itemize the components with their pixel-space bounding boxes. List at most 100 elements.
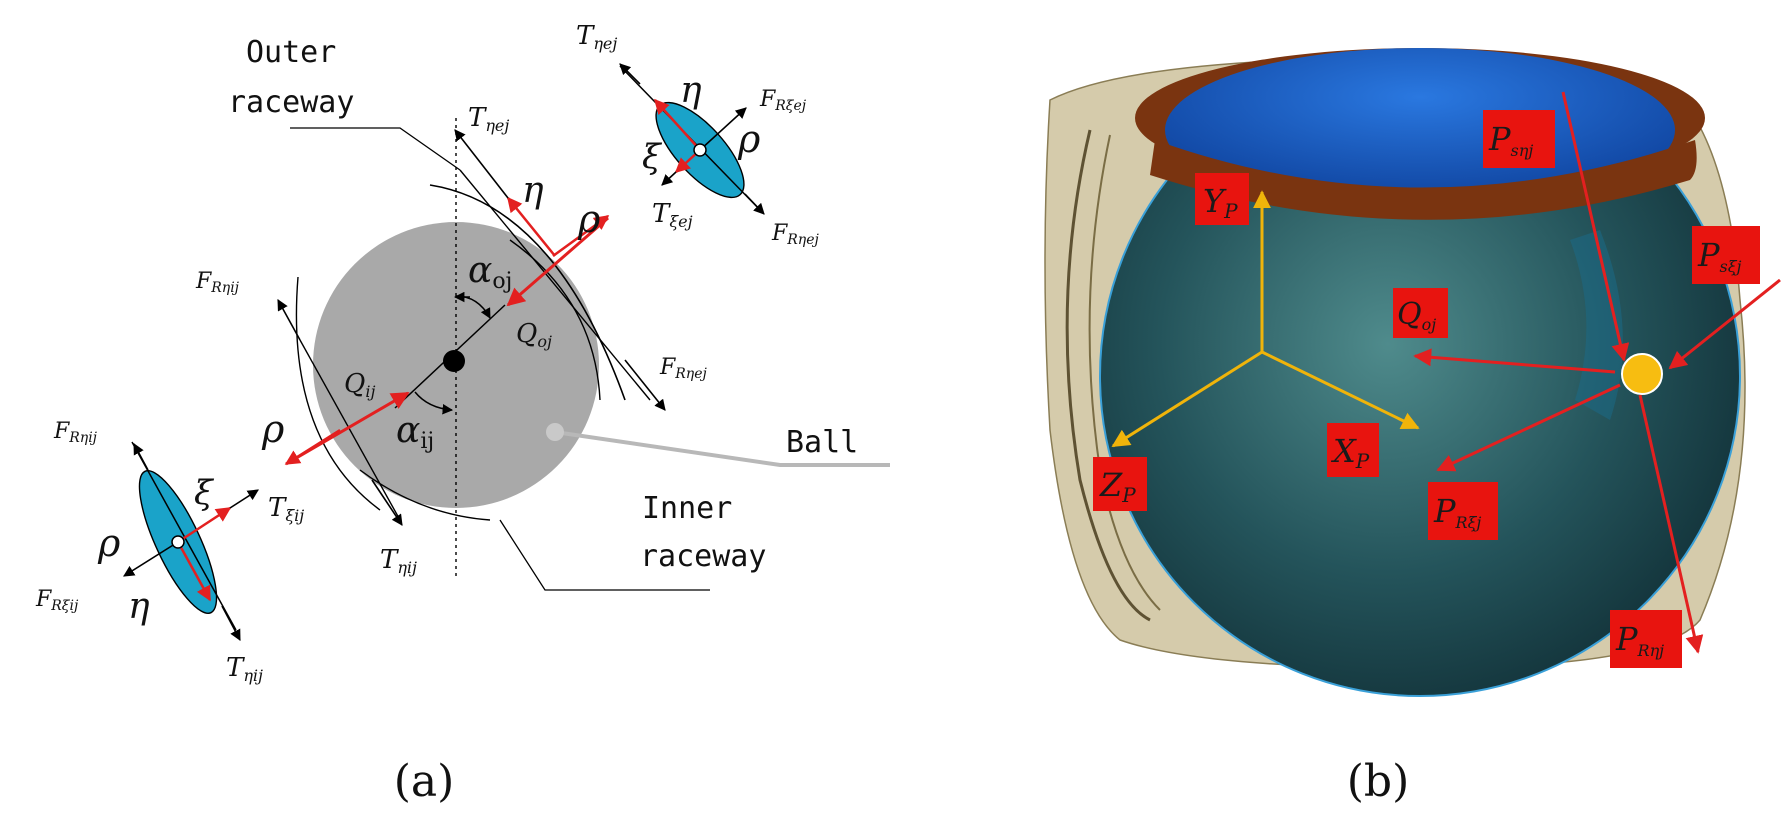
z-axis-subscript: P bbox=[1121, 483, 1136, 507]
y-axis-label: YP bbox=[1203, 182, 1238, 223]
inner-ellipse-t-eta-subscript: ηij bbox=[243, 666, 263, 685]
inner-ellipse-f-rxi-subscript: Rξij bbox=[50, 598, 79, 614]
q-ij-label: Qij bbox=[344, 369, 375, 401]
alpha-oj-symbol: α bbox=[468, 250, 492, 291]
caption-a: (a) bbox=[394, 756, 455, 807]
q-oj-label: Qoj bbox=[516, 319, 552, 351]
ball-leader-dot bbox=[546, 423, 564, 441]
caption-b: (b) bbox=[1347, 756, 1410, 807]
outer-ellipse-t-xi-symbol: T bbox=[652, 199, 671, 229]
inner-shell-edge bbox=[1065, 129, 1151, 622]
f-r-eta-ij-label: FRηij bbox=[195, 269, 240, 296]
eta-outer-arrow bbox=[507, 196, 556, 257]
y-axis-symbol: Y bbox=[1203, 182, 1227, 220]
outer-raceway-curve-1 bbox=[429, 184, 626, 401]
outer-tangent-line bbox=[459, 169, 651, 401]
f-r-eta-ej-symbol: F bbox=[659, 355, 676, 380]
inner-ellipse-t-xi-subscript: ξij bbox=[285, 506, 304, 525]
inner-ellipse-rho-label: ρ bbox=[97, 521, 121, 565]
inner-ellipse-f-reta-label: FRηij bbox=[53, 419, 98, 446]
inner-ellipse-f-rxi-arrow bbox=[123, 541, 179, 577]
outer-ellipse-f-reta-arrow bbox=[744, 193, 765, 215]
outer-ellipse-f-reta-subscript: Rηej bbox=[786, 232, 819, 248]
alpha-ij-arc bbox=[414, 391, 454, 415]
inner-ellipse-major-axis bbox=[131, 441, 237, 631]
p-r-eta-symbol: P bbox=[1615, 620, 1638, 658]
inner-ellipse-f-rxi-label: FRξij bbox=[35, 587, 79, 614]
rho-outer-arrow bbox=[552, 214, 610, 258]
z-axis-label-box bbox=[1093, 457, 1147, 511]
outer-ellipse-xi-label: ξ bbox=[642, 137, 663, 177]
ball-label: Ball bbox=[786, 425, 858, 460]
t-eta-ej-label: Tηej bbox=[468, 103, 509, 135]
alpha-oj-label: αoj bbox=[468, 250, 512, 294]
inner-ellipse-t-eta-label: Tηij bbox=[226, 653, 263, 685]
f-r-eta-ij-symbol: F bbox=[195, 269, 212, 294]
q-oj-subscript: oj bbox=[537, 332, 552, 351]
y-axis-label-box bbox=[1195, 173, 1249, 225]
inner-tangent-line bbox=[299, 339, 401, 521]
inner-ellipse-xi-arrow bbox=[177, 506, 232, 544]
p-r-eta-label: PRηj bbox=[1615, 620, 1664, 660]
p-s-eta-symbol: P bbox=[1488, 120, 1511, 158]
inner-ellipse-f-reta-subscript: Rηij bbox=[68, 430, 97, 446]
inner-contact-ellipse-group bbox=[123, 441, 259, 641]
outer-ellipse-t-eta-label: Tηej bbox=[576, 21, 617, 53]
y-axis-subscript: P bbox=[1223, 199, 1238, 223]
t-eta-ij-arrow bbox=[371, 479, 403, 526]
p-s-eta-arrow bbox=[1561, 91, 1630, 362]
outer-ellipse-t-eta-arrow bbox=[619, 63, 641, 85]
x-axis-symbol: X bbox=[1330, 432, 1357, 470]
q-oj-symbol: Q bbox=[516, 319, 537, 349]
f-r-eta-ej-subscript: Rηej bbox=[674, 366, 707, 382]
alpha-ij-subscript: ij bbox=[420, 429, 434, 454]
q-oj-arrow bbox=[506, 216, 609, 307]
outer-ellipse-t-xi-subscript: ξej bbox=[669, 212, 692, 231]
inner-ellipse-center bbox=[171, 535, 185, 549]
inner-shell-edge-2 bbox=[1088, 134, 1161, 611]
inner-ellipse-t-eta-symbol: T bbox=[226, 653, 245, 683]
p-s-xi-symbol: P bbox=[1697, 236, 1720, 274]
outer-raceway-label-1: Outer bbox=[246, 35, 336, 70]
t-eta-ej-arrow bbox=[454, 129, 509, 199]
q-ij-subscript: ij bbox=[365, 382, 375, 401]
rho-inner-label: ρ bbox=[261, 407, 285, 451]
p-s-xi-arrow bbox=[1668, 278, 1781, 370]
rho-inner-arrow bbox=[284, 428, 341, 466]
t-eta-ij-subscript: ηij bbox=[397, 558, 417, 577]
t-eta-ej-subscript: ηej bbox=[485, 116, 509, 135]
inner-ellipse-t-xi-symbol: T bbox=[268, 493, 287, 523]
outer-ellipse-f-rxi-subscript: Rξej bbox=[774, 98, 807, 114]
z-axis-symbol: Z bbox=[1099, 466, 1123, 504]
t-eta-ij-symbol: T bbox=[380, 545, 399, 575]
p-r-xi-arrow bbox=[1436, 383, 1621, 472]
inner-ellipse-f-reta-symbol: F bbox=[53, 419, 70, 444]
outer-ellipse-f-rxi-label: FRξej bbox=[759, 87, 807, 114]
outer-ellipse-rho-label: ρ bbox=[737, 117, 761, 161]
p-r-xi-label: PRξj bbox=[1433, 492, 1481, 532]
alpha-oj-subscript: oj bbox=[492, 269, 512, 294]
p-s-xi-subscript: sξj bbox=[1720, 257, 1742, 276]
outer-ellipse-f-rxi-arrow bbox=[699, 107, 747, 151]
outer-ellipse-t-eta-symbol: T bbox=[576, 21, 595, 51]
p-r-eta-arrow bbox=[1638, 394, 1704, 654]
q-oj-label-box bbox=[1393, 288, 1448, 338]
p-r-xi-label-box bbox=[1428, 482, 1498, 540]
q-ij-symbol: Q bbox=[344, 369, 365, 399]
panel-a: Outer raceway Inner raceway Ball αoj αij… bbox=[35, 21, 890, 807]
z-axis-arrow bbox=[1111, 350, 1263, 448]
ball-center bbox=[443, 350, 465, 372]
outer-ellipse-f-reta-label: FRηej bbox=[771, 221, 819, 248]
q-oj-arrow-b bbox=[1413, 348, 1616, 374]
outer-ellipse-f-rxi-symbol: F bbox=[759, 87, 776, 112]
inner-ellipse-t-xi-label: Tξij bbox=[268, 493, 304, 525]
p-r-eta-label-box bbox=[1610, 610, 1682, 668]
f-r-eta-ij-subscript: Rηij bbox=[210, 280, 239, 296]
rim-lower bbox=[1150, 140, 1697, 220]
p-s-eta-subscript: sηj bbox=[1511, 141, 1534, 160]
q-oj-label-b: Qoj bbox=[1397, 297, 1436, 334]
f-r-eta-ej-arrow bbox=[624, 359, 666, 411]
inner-ellipse-eta-label: η bbox=[128, 586, 150, 627]
inner-ellipse-f-rxi-symbol: F bbox=[35, 587, 52, 612]
p-r-eta-subscript: Rηj bbox=[1637, 641, 1665, 660]
